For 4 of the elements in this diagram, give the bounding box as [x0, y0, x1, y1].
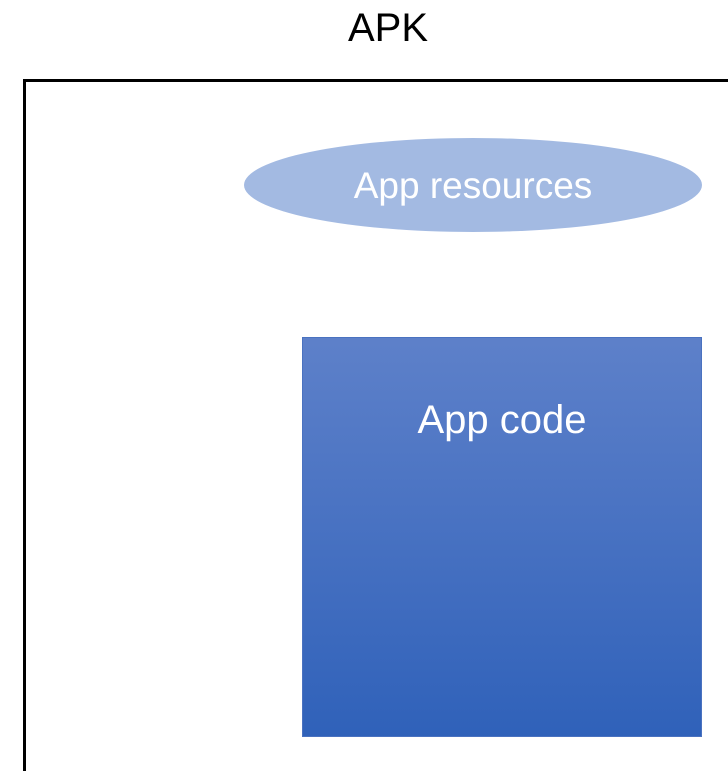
node-label: App code	[417, 400, 587, 440]
node-label: App resources	[354, 166, 592, 204]
process-box	[302, 337, 702, 737]
container-heading: APK	[348, 8, 428, 48]
